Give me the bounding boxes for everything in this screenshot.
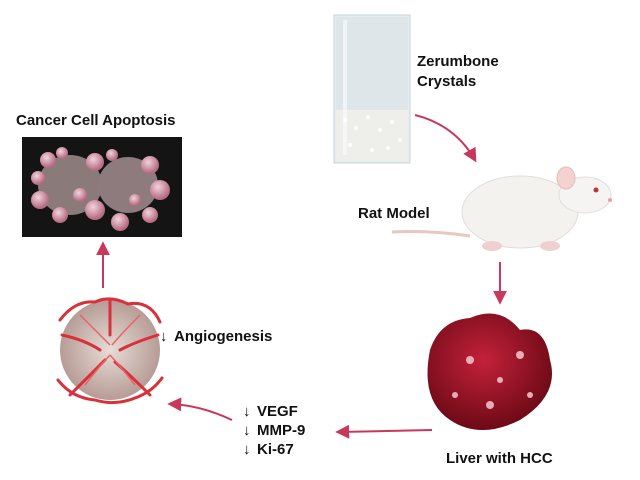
arrow-liver-to-markers xyxy=(335,424,433,439)
angiogenesis-text: Angiogenesis xyxy=(174,328,273,345)
arrow-markers-to-cell xyxy=(167,397,233,421)
liver-hcc-label: Liver with HCC xyxy=(446,450,553,467)
zerumbone-label: Zerumbone Crystals xyxy=(417,53,499,90)
zerumbone-crystals-image xyxy=(333,14,411,164)
angiogenesis-cell-image xyxy=(56,297,164,405)
angiogenesis-label: ↓ Angiogenesis xyxy=(160,328,272,345)
marker-ki67: ↓Ki-67 xyxy=(243,441,294,458)
apoptosis-image xyxy=(22,137,182,237)
down-arrow-icon: ↓ xyxy=(243,422,251,439)
liver-hcc-image xyxy=(427,313,552,430)
rat-image xyxy=(391,166,612,251)
down-arrow-icon: ↓ xyxy=(160,328,168,345)
down-arrow-icon: ↓ xyxy=(243,403,251,420)
marker-mmp9: ↓MMP-9 xyxy=(243,422,306,439)
arrow-crystals-to-rat xyxy=(414,114,477,163)
marker-list: ↓VEGF ↓MMP-9 ↓Ki-67 xyxy=(243,402,305,459)
down-arrow-icon: ↓ xyxy=(243,441,251,458)
apoptosis-label: Cancer Cell Apoptosis xyxy=(16,112,176,129)
marker-vegf: ↓VEGF xyxy=(243,403,298,420)
rat-model-label: Rat Model xyxy=(358,205,430,222)
